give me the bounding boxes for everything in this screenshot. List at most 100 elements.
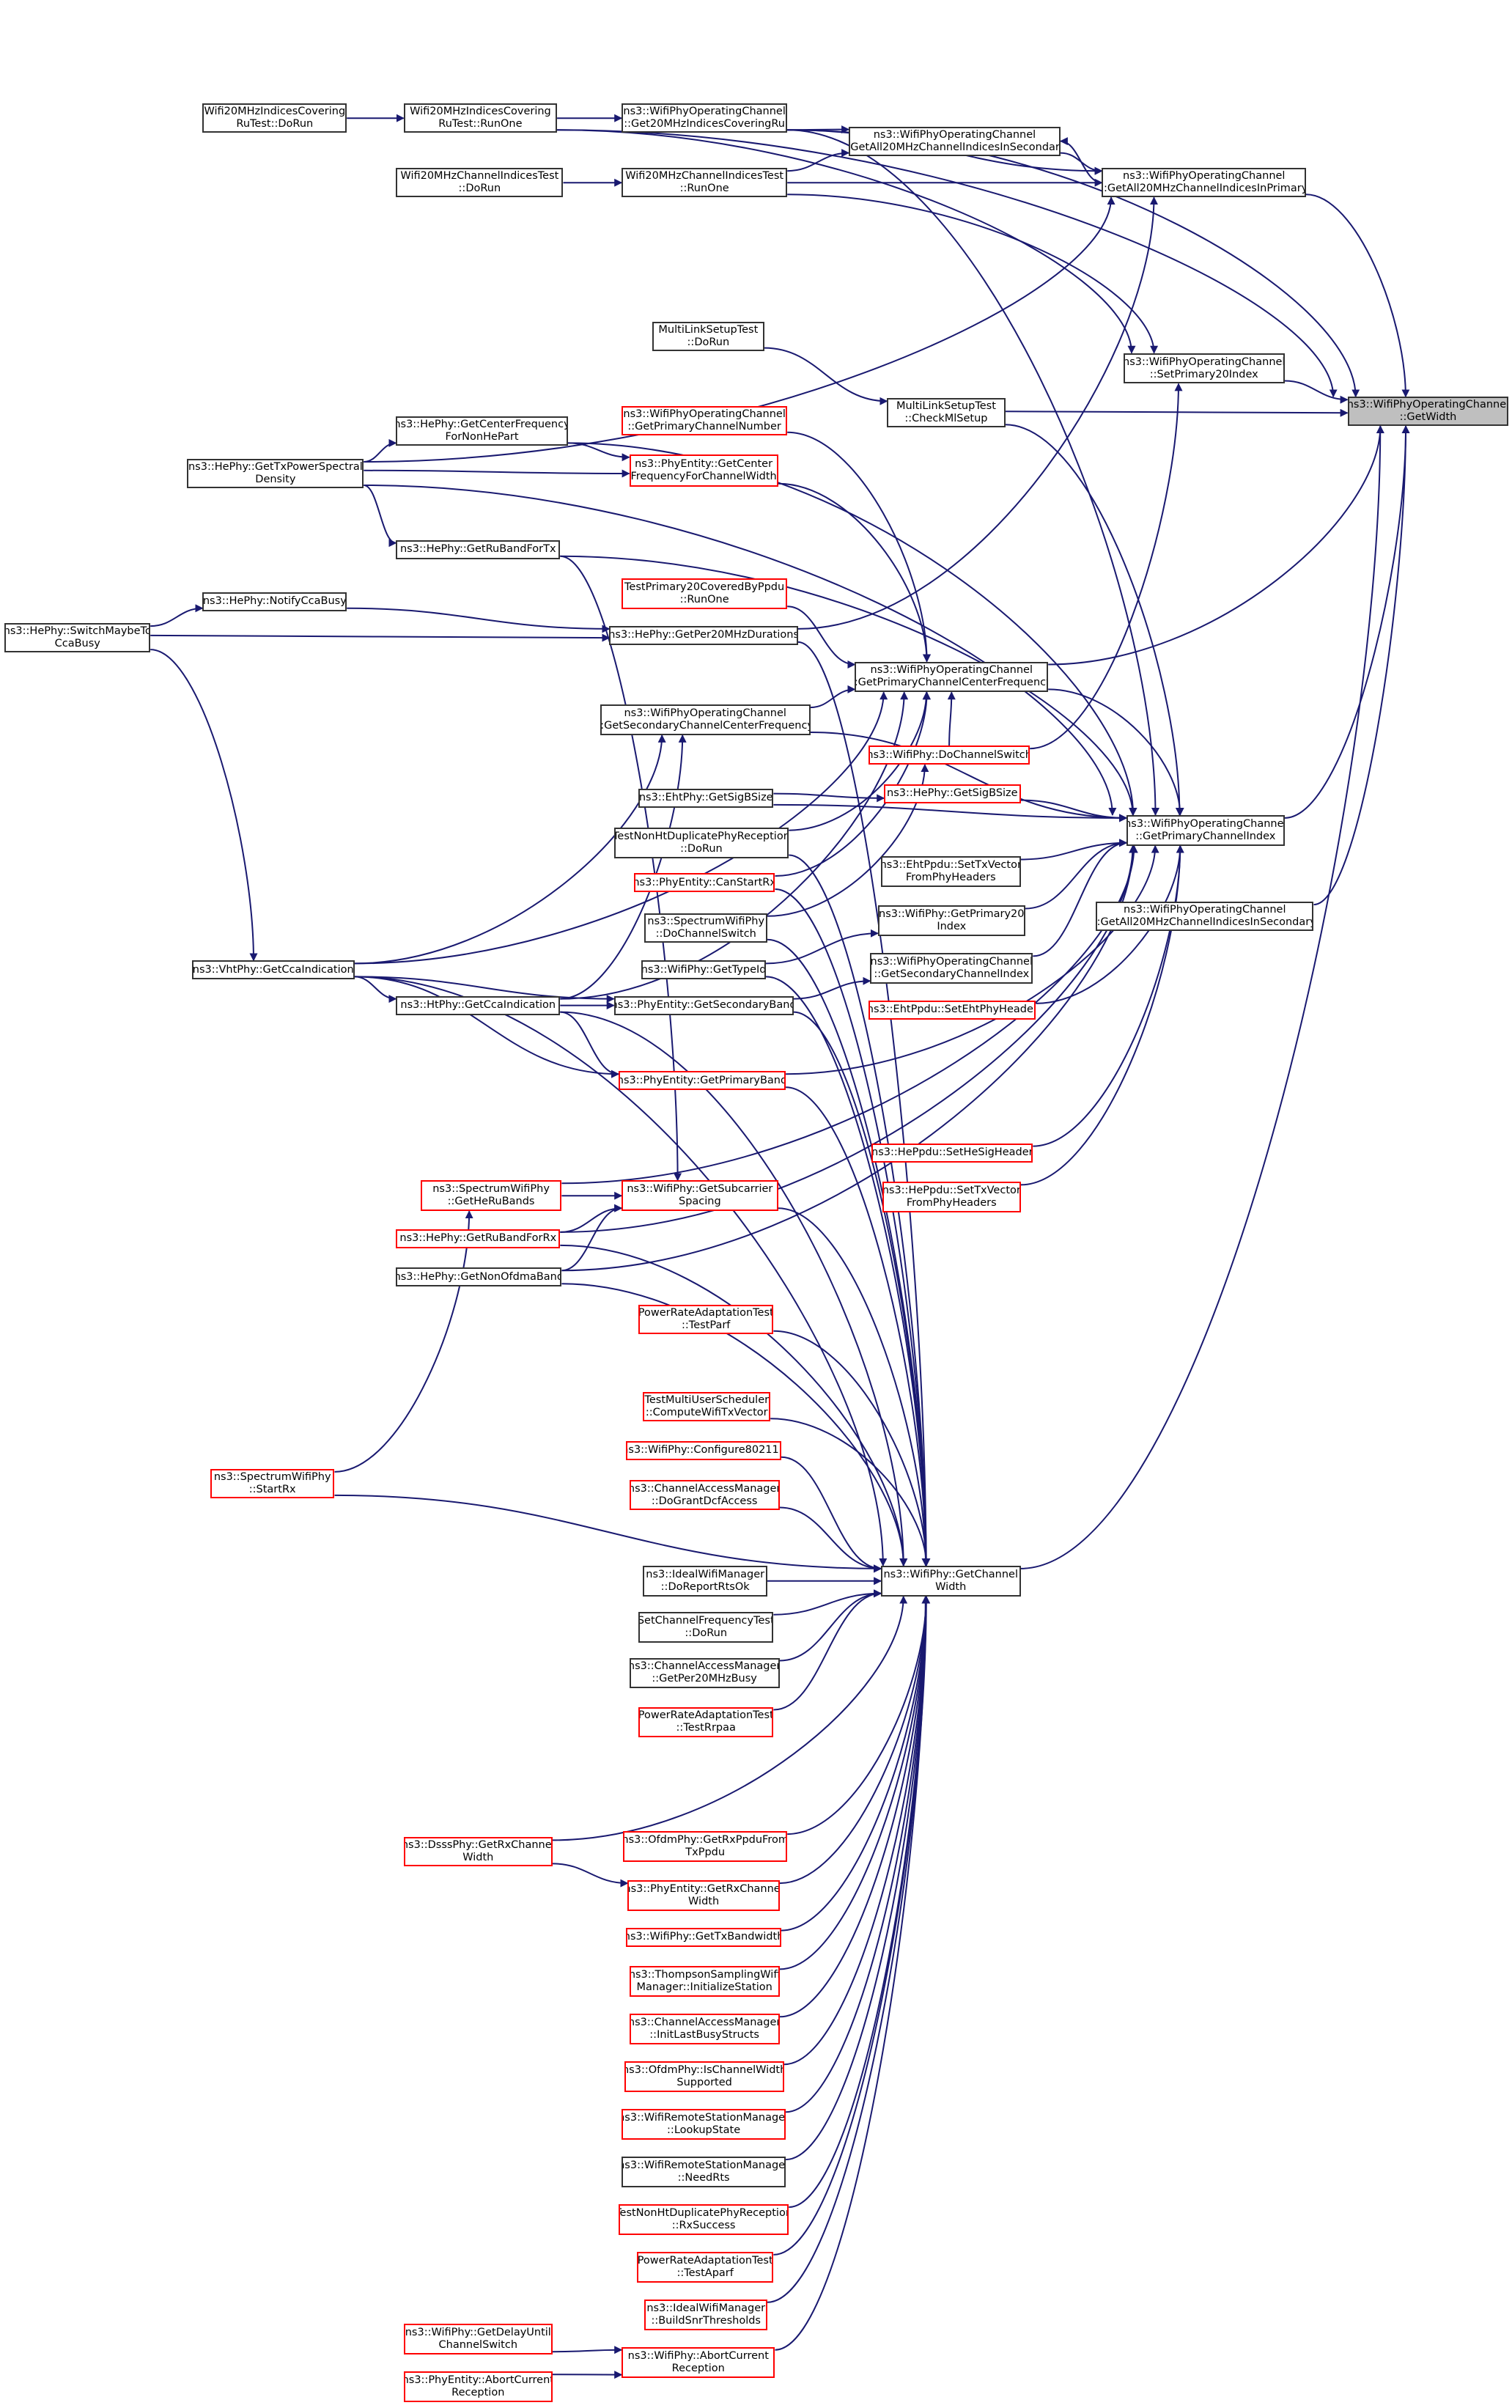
node-ns3-hephy-getsigbsize[interactable]: ns3::HePhy::GetSigBSize [884,784,1021,803]
node-label: ns3::ChannelAccessManager ::GetPer20MHzB… [629,1660,780,1685]
node-ns3-heppdu-settxvectorfromphyheaders[interactable]: ns3::HePpdu::SetTxVector FromPhyHeaders [882,1182,1021,1213]
node-ns3-wifiphyoperatingchannel-getall20mhzchannelindicesinsecondary[interactable]: ns3::WifiPhyOperatingChannel ::GetAll20M… [1096,902,1314,932]
node-ns3-wifiphy-getprimary20index[interactable]: ns3::WifiPhy::GetPrimary20 Index [877,905,1025,937]
node-wifi20mhzindicescoveringrutest-runone[interactable]: Wifi20MHzIndicesCovering RuTest::RunOne [403,103,558,133]
edge-n42-to-n51 [778,1207,930,1566]
node-ns3-wifiphy-getsubcarrierspacing[interactable]: ns3::WifiPhy::GetSubcarrier Spacing [622,1180,778,1212]
node-ns3-htphy-getccaindication[interactable]: ns3::HtPhy::GetCcaIndication [396,995,561,1015]
edge-n34-to-n39 [354,976,619,1078]
edge-n35-to-n31 [765,929,879,965]
node-ns3-wifiphy-configure80211p[interactable]: ns3::WifiPhy::Configure80211p [626,1440,781,1460]
edge-n50-to-n51 [779,1506,882,1573]
node-wifi20mhzindicescoveringrutest-dorun[interactable]: Wifi20MHzIndicesCovering RuTest::DoRun [202,103,347,133]
node-ns3-wifiphy-abortcurrentreception[interactable]: ns3::WifiPhy::AbortCurrent Reception [622,2346,775,2378]
node-ns3-channelaccessmanager-initlastbusystructs[interactable]: ns3::ChannelAccessManager ::InitLastBusy… [629,2014,780,2045]
node-label: ns3::HePpdu::SetHeSigHeader [871,1146,1033,1159]
node-ns3-wifiphyoperatingchannel-setprimary20index[interactable]: ns3::WifiPhyOperatingChannel ::SetPrimar… [1123,353,1285,384]
node-label: ns3::HePhy::GetTxPowerSpectral Density [188,460,363,485]
node-label: PowerRateAdaptationTest ::TestRrpaa [638,1709,774,1734]
node-ns3-hephy-getrubandfortx[interactable]: ns3::HePhy::GetRuBandForTx [396,540,561,559]
node-ns3-wifiremotestationmanager-lookupstate[interactable]: ns3::WifiRemoteStationManager ::LookupSt… [622,2109,786,2140]
edge-n53-to-n51 [773,1589,882,1616]
node-ns3-wifiphy-dochannelswitch[interactable]: ns3::WifiPhy::DoChannelSwitch [869,745,1030,765]
node-ns3-hephy-getnonofdmaband[interactable]: ns3::HePhy::GetNonOfdmaBand [396,1267,562,1287]
node-multilinksetuptest-checkmlsetup[interactable]: MultiLinkSetupTest ::CheckMlSetup [887,398,1006,428]
node-wifi20mhzchannelindicestest-runone[interactable]: Wifi20MHzChannelIndicesTest ::RunOne [622,168,788,198]
node-ns3-spectrumwifiphy-startrx[interactable]: ns3::SpectrumWifiPhy ::StartRx [210,1468,335,1498]
node-ns3-hephy-gettxpowerspectraldensity[interactable]: ns3::HePhy::GetTxPowerSpectral Density [187,458,364,488]
node-ns3-thompsonsamplingwifimanager-initializestation[interactable]: ns3::ThompsonSamplingWifi Manager::Initi… [629,1966,780,1998]
node-ns3-heppdu-sethesigheader[interactable]: ns3::HePpdu::SetHeSigHeader [871,1143,1033,1163]
node-ns3-wifiphyoperatingchannel-getsecondarychannelcenterfrequency[interactable]: ns3::WifiPhyOperatingChannel ::GetSecond… [600,704,811,736]
edge-n33-to-n26 [1033,839,1128,957]
edge-n58-to-n51 [779,1595,930,1885]
node-ns3-channelaccessmanager-dograntdcfaccess[interactable]: ns3::ChannelAccessManager ::DoGrantDcfAc… [629,1479,780,1511]
node-ns3-wifiphyoperatingchannel-getprimarychannelnumber[interactable]: ns3::WifiPhyOperatingChannel ::GetPrimar… [622,405,788,435]
node-ns3-wifiphy-getchannelwidth[interactable]: ns3::WifiPhy::GetChannel Width [880,1565,1021,1597]
node-ns3-ehtppdu-setehtphyheader[interactable]: ns3::EhtPpdu::SetEhtPhyHeader [869,1000,1036,1020]
edge-n54-to-n51 [779,1589,882,1662]
node-ns3-phyentity-getrxchannelwidth[interactable]: ns3::PhyEntity::GetRxChannel Width [627,1880,780,1912]
edge-n18-to-n20 [347,607,611,633]
edge-n27-to-n21 [789,691,931,831]
node-ns3-ehtphy-getsigbsize[interactable]: ns3::EhtPhy::GetSigBSize [638,788,774,808]
node-label: ns3::HePhy::GetPer20MHzDurations [609,629,798,641]
node-ns3-hephy-getrubandforrx[interactable]: ns3::HePhy::GetRuBandForRx [396,1229,561,1248]
node-ns3-wifiphy-getdelayuntilchannelswitch[interactable]: ns3::WifiPhy::GetDelayUntil ChannelSwitc… [403,2324,553,2355]
node-label: ns3::EhtPpdu::SetTxVector FromPhyHeaders [880,859,1021,884]
node-testprimary20coveredbyppdu-runone[interactable]: TestPrimary20CoveredByPpdu ::RunOne [622,578,788,610]
node-ns3-phyentity-canstartrx[interactable]: ns3::PhyEntity::CanStartRx [633,873,775,893]
node-ns3-wifiphy-gettypeid[interactable]: ns3::WifiPhy::GetTypeId [641,960,766,980]
node-ns3-hephy-switchmaybetoccabusy[interactable]: ns3::HePhy::SwitchMaybeTo CcaBusy [4,623,151,653]
node-ns3-idealwifimanager-buildsnrthresholds[interactable]: ns3::IdealWifiManager ::BuildSnrThreshol… [644,2299,767,2330]
node-ns3-ehtppdu-settxvectorfromphyheaders[interactable]: ns3::EhtPpdu::SetTxVector FromPhyHeaders [880,856,1021,888]
node-label: SetChannelFrequencyTest ::DoRun [638,1614,774,1639]
node-wifi20mhzchannelindicestest-dorun[interactable]: Wifi20MHzChannelIndicesTest ::DoRun [396,168,564,198]
edge-n34-to-n22 [354,734,666,965]
edge-n24-to-n26 [773,803,1128,822]
edge-n25-to-n26 [1020,799,1128,822]
node-testmultiuserscheduler-computewifitxvector[interactable]: TestMultiUserScheduler ::ComputeWifiTxVe… [643,1392,771,1422]
edge-n15-to-n21 [778,482,931,663]
node-ns3-ofdmphy-ischannelwidthsupported[interactable]: ns3::OfdmPhy::IsChannelWidth Supported [624,2061,785,2093]
node-ns3-wifiphyoperatingchannel-get20mhzindicescoveringru[interactable]: ns3::WifiPhyOperatingChannel ::Get20MHzI… [622,103,788,133]
node-label: Wifi20MHzChannelIndicesTest ::RunOne [625,170,784,195]
edge-n44-to-n51 [560,1244,908,1566]
node-ns3-spectrumwifiphy-getherubands[interactable]: ns3::SpectrumWifiPhy ::GetHeRuBands [420,1180,562,1212]
edge-n13-to-n21 [787,431,932,663]
node-testnonhtduplicatephyreception-dorun[interactable]: TestNonHtDuplicatePhyReception ::DoRun [613,827,789,858]
edge-n21-to-n11 [1048,425,1384,666]
edge-n34-to-n21 [354,691,888,965]
edge-n14-to-n15 [364,469,630,478]
node-ns3-phyentity-getcenterfrequencyforchannelwidth[interactable]: ns3::PhyEntity::GetCenter FrequencyForCh… [629,454,778,487]
node-ns3-wifiphyoperatingchannel-getprimarychannelcenterfrequency[interactable]: ns3::WifiPhyOperatingChannel ::GetPrimar… [855,661,1049,693]
node-ns3-hephy-getper20mhzdurations[interactable]: ns3::HePhy::GetPer20MHzDurations [609,625,798,645]
node-ns3-ofdmphy-getrxppdufromtxppdu[interactable]: ns3::OfdmPhy::GetRxPpduFrom TxPpdu [623,1831,788,1863]
node-testnonhtduplicatephyreception-rxsuccess[interactable]: TestNonHtDuplicatePhyReception ::RxSucce… [618,2203,789,2235]
node-ns3-idealwifimanager-doreportrtsok[interactable]: ns3::IdealWifiManager ::DoReportRtsOk [643,1565,767,1597]
node-ns3-vhtphy-getccaindication[interactable]: ns3::VhtPhy::GetCcaIndication [191,960,355,980]
edge-n17-to-n21 [787,605,856,669]
node-ns3-dsssphy-getrxchannelwidth[interactable]: ns3::DsssPhy::GetRxChannel Width [403,1837,553,1867]
node-ns3-wifiphyoperatingchannel-getall20mhzchannelindicesinprimary[interactable]: ns3::WifiPhyOperatingChannel ::GetAll20M… [1102,168,1306,198]
node-ns3-wifiphyoperatingchannel-getprimarychannelindex[interactable]: ns3::WifiPhyOperatingChannel ::GetPrimar… [1126,814,1285,846]
node-multilinksetuptest-dorun[interactable]: MultiLinkSetupTest ::DoRun [652,321,764,351]
node-ns3-hephy-getcenterfrequencyfornonhepart[interactable]: ns3::HePhy::GetCenterFrequency ForNonHeP… [396,416,568,446]
node-powerrateadaptationtest-testrrpaa[interactable]: PowerRateAdaptationTest ::TestRrpaa [638,1706,774,1738]
node-ns3-wifiphy-gettxbandwidth[interactable]: ns3::WifiPhy::GetTxBandwidth [626,1927,781,1947]
node-powerrateadaptationtest-testaparf[interactable]: PowerRateAdaptationTest ::TestAparf [637,2251,774,2283]
node-ns3-phyentity-getprimaryband[interactable]: ns3::PhyEntity::GetPrimaryBand [618,1071,786,1091]
node-ns3-channelaccessmanager-getper20mhzbusy[interactable]: ns3::ChannelAccessManager ::GetPer20MHzB… [629,1657,780,1689]
node-ns3-phyentity-abortcurrentreception[interactable]: ns3::PhyEntity::AbortCurrent Reception [403,2371,553,2403]
node-setchannelfrequencytest-dorun[interactable]: SetChannelFrequencyTest ::DoRun [638,1611,774,1643]
edge-n45-to-n42 [561,1204,623,1272]
node-ns3-hephy-notifyccabusy[interactable]: ns3::HePhy::NotifyCcaBusy [202,592,347,611]
node-ns3-wifiphyoperatingchannel-getwidth[interactable]: ns3::WifiPhyOperatingChannel ::GetWidth [1347,397,1509,427]
node-ns3-phyentity-getsecondaryband[interactable]: ns3::PhyEntity::GetSecondaryBand [613,995,794,1015]
node-powerrateadaptationtest-testparf[interactable]: PowerRateAdaptationTest ::TestParf [638,1304,774,1334]
node-ns3-wifiphyoperatingchannel-getsecondarychannelindex[interactable]: ns3::WifiPhyOperatingChannel ::GetSecond… [870,953,1033,984]
node-ns3-wifiremotestationmanager-needrts[interactable]: ns3::WifiRemoteStationManager ::NeedRts [622,2157,786,2187]
node-ns3-wifiphyoperatingchannel-getall20mhzchannelindicesinsecondary[interactable]: ns3::WifiPhyOperatingChannel ::GetAll20M… [848,126,1061,156]
edge-n40-to-n26 [1033,844,1184,1147]
node-ns3-spectrumwifiphy-dochannelswitch[interactable]: ns3::SpectrumWifiPhy ::DoChannelSwitch [644,913,767,943]
